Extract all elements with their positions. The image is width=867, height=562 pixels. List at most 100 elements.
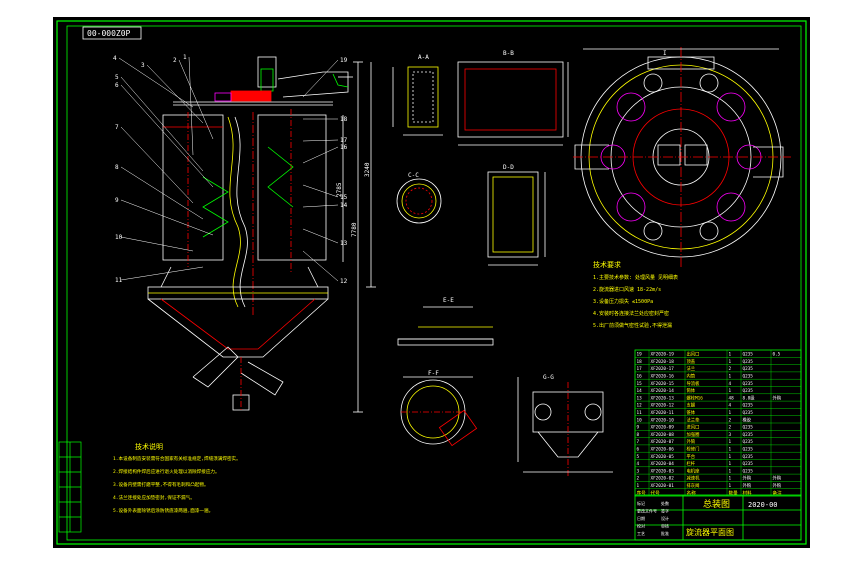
leader-line: [120, 126, 194, 204]
bom-cell: 10: [637, 417, 643, 423]
bom-cell: XF2020-10: [651, 417, 675, 423]
bom-cell: 外购: [743, 475, 752, 482]
bom-cell: XF2020-09: [651, 425, 675, 431]
revision-label: 审核: [661, 523, 669, 529]
bom-cell: XF2020-14: [651, 388, 675, 394]
revision-label: 处数: [661, 500, 669, 506]
bom-cell: 1: [729, 468, 732, 474]
bom-cell: Q235: [743, 439, 754, 445]
section-label: E-E: [443, 297, 454, 304]
section-view-aa: [392, 66, 443, 136]
main-elevation-view: [147, 56, 376, 413]
leader-line: [302, 184, 339, 198]
bom-cell: 1: [637, 483, 640, 489]
bom-cell: 15: [637, 381, 643, 387]
leader-line: [120, 236, 194, 252]
bom-cell: 外购: [743, 482, 752, 489]
bom-cell: 检修门: [687, 446, 700, 453]
bom-cell: 进风口: [687, 424, 700, 431]
notes-left: 1.本设备制造安装需符合国家有关标准规定,焊缝须满焊密实。2.焊接结构件焊后应进…: [113, 455, 241, 514]
bom-cell: 18: [637, 359, 643, 365]
leader-line: [118, 57, 194, 108]
section-view-bb: [457, 61, 569, 146]
bom-cell: Q235: [743, 381, 754, 387]
bom-cell: 5: [637, 454, 640, 460]
leader-line: [302, 59, 339, 98]
bom-cell: 外筒: [687, 438, 696, 445]
bom-cell: 内筒: [687, 373, 696, 380]
leader-line: [120, 199, 214, 236]
bom-header: 代号: [651, 489, 661, 496]
bom-cell: XF2020-07: [651, 439, 675, 445]
bom-cell: Q235: [743, 403, 754, 409]
leader-line: [188, 56, 194, 156]
balloon-label: 1: [183, 54, 187, 61]
name-block-text: 旋流器平面图: [686, 527, 734, 537]
leader-line: [302, 146, 339, 164]
balloon-label: 17: [340, 137, 348, 144]
bom-cell: 1: [729, 483, 732, 489]
bom-cell: 1: [729, 374, 732, 380]
balloon-label: 7: [115, 124, 119, 131]
balloon-label: 9: [115, 197, 119, 204]
bom-cell: Q235: [743, 374, 754, 380]
bom-header: 序号: [637, 489, 647, 496]
section-view-dd: [487, 171, 546, 266]
bom-header: 名称: [687, 489, 697, 496]
tech-req-title: 技术要求: [593, 260, 621, 269]
detail-view-plate: [397, 306, 494, 346]
balloon-label: 14: [340, 202, 348, 209]
tech-note-line: 3.设备内壁需打磨平整,不得有毛刺和凸起物。: [113, 481, 209, 488]
bom-cell: 4: [729, 403, 732, 409]
bom-cell: 加强圈: [687, 431, 700, 438]
bom-cell: 3: [637, 468, 640, 474]
bom-cell: 1: [729, 359, 732, 365]
bom-cell: 外购: [773, 394, 782, 401]
bom-cell: XF2020-18: [651, 359, 675, 365]
tech-req-line: 5.出厂前须做气密性试验,不得泄漏: [593, 322, 672, 329]
bom-cell: Q235: [743, 468, 754, 474]
leader-line: [120, 76, 204, 172]
balloon-label: 16: [340, 144, 348, 151]
bom-cell: 1: [729, 388, 732, 394]
revision-label: 标记: [637, 500, 645, 506]
bom-cell: Q235: [743, 454, 754, 460]
balloon-label: 19: [340, 57, 348, 64]
bom-cell: Q235: [743, 359, 754, 365]
bom-cell: 19: [637, 352, 643, 358]
leader-line: [120, 166, 204, 220]
bom-cell: 顶盖: [687, 358, 696, 365]
bom-cell: 外购: [773, 482, 782, 489]
bom-cell: 平台: [687, 453, 696, 460]
bom-cell: 8: [637, 432, 640, 438]
balloon-label: 11: [115, 277, 123, 284]
tech-req-line: 2.旋流器进口风速 18-22m/s: [593, 286, 661, 293]
bom-cell: Q235: [743, 461, 754, 467]
bom-cell: 16: [637, 374, 643, 380]
bom-cell: 排灰阀: [687, 482, 700, 489]
bom-cell: 1: [729, 476, 732, 482]
revision-label: 日期: [637, 515, 645, 521]
tech-note-line: 5.设备外表面除锈后涂防锈底漆两遍,面漆一遍。: [113, 507, 213, 514]
bom-cell: Q235: [743, 432, 754, 438]
bom-cell: XF2020-13: [651, 395, 675, 401]
revision-label: 批准: [661, 530, 669, 536]
section-label: F-F: [428, 370, 439, 377]
leader-line: [120, 266, 204, 281]
bom-cell: 螺栓M16: [687, 394, 704, 401]
bom-cell: Q235: [743, 447, 754, 453]
bom-cell: 减速机: [687, 475, 701, 482]
section-labels: A-AB-BC-CD-DE-EF-FG-GI: [408, 50, 667, 381]
code-text: 00-000Z0P: [87, 29, 131, 38]
leader-line: [302, 228, 339, 244]
tech-note-line: 2.焊接结构件焊后应进行退火处理以消除焊接应力。: [113, 468, 220, 475]
bom-cell: 13: [637, 395, 643, 401]
outer-border: [56, 20, 807, 545]
section-label: B-B: [503, 50, 514, 57]
bom-cell: 2: [637, 476, 640, 482]
balloon-label: 13: [340, 240, 348, 247]
bom-header: 材料: [743, 489, 753, 496]
